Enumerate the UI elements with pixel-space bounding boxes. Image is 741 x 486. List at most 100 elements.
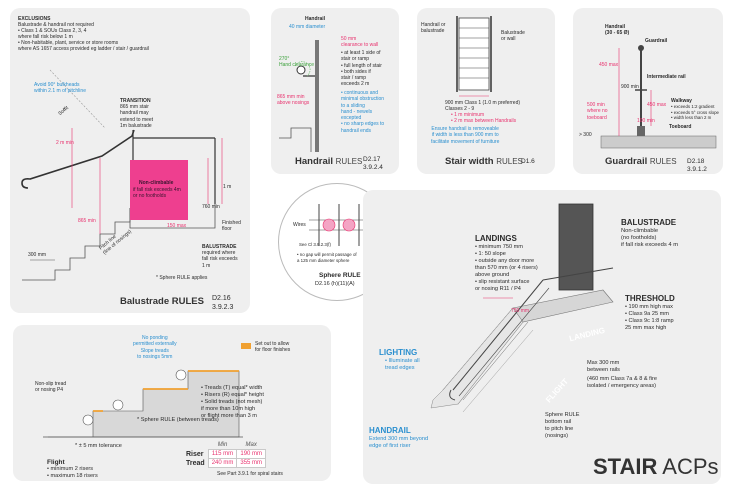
acp-handrail-text: Extend 300 mm beyond edge of first riser — [369, 436, 429, 449]
landings-text: • minimum 750 mm • 1: 50 slope • outside… — [475, 244, 538, 292]
stair-width-label-right: Balustrade or wall — [501, 30, 525, 43]
stair-width-caption-title: Stair width — [445, 156, 494, 167]
no-ponding-note: No ponding permitted externally Slope tr… — [133, 335, 177, 360]
sphere-caption: Sphere RULE — [319, 272, 361, 279]
acp-balustrade-text: Non-climbable (no footholds) if fall ris… — [621, 228, 679, 249]
acp-handrail-title: HANDRAIL — [369, 426, 411, 435]
see-part-note: See Part 3.9.1 for spiral stairs — [217, 471, 283, 477]
sphere-see-label: See Cl 3.9.2.3(f) — [299, 242, 331, 247]
handrail-caption: Handrail RULES — [295, 156, 362, 167]
threshold-title: THRESHOLD — [625, 294, 675, 303]
exclusions-bullet-1: • Class 1 & SOUs Class 2, 3, 4 where fal… — [18, 28, 87, 41]
table-header-min: Min — [217, 442, 228, 448]
set-out-note: Set out to allow for floor finishes — [255, 341, 291, 354]
table-header-max: Max — [245, 442, 257, 448]
sphere-rule-note: * Sphere RULE applies — [156, 275, 208, 281]
treads-bullets: • Treads (T) equal* width • Risers (R) e… — [201, 385, 264, 419]
balustrade-caption-title: Balustrade RULES — [120, 296, 204, 307]
finished-floor-label: Finished floor — [222, 220, 241, 233]
lighting-text: • Illuminate all tread edges — [385, 358, 420, 371]
guardrail-dim-300: > 300 — [579, 132, 592, 138]
transition-title: TRANSITION — [120, 98, 151, 104]
walkway-text: • exceeds 1:2 gradient • exceeds 5° cros… — [671, 104, 719, 120]
guardrail-dim-900: 900 min — [621, 84, 639, 90]
handrail-dim-270: 270° Hand clearance — [279, 56, 315, 69]
dim-865: 865 min — [78, 218, 96, 224]
balustrade-note-title: BALUSTRADE — [202, 244, 237, 250]
max-300-note: Max 300 mm between rails — [587, 360, 620, 373]
lighting-title: LIGHTING — [379, 348, 418, 357]
guardrail-caption-title: Guardrail — [605, 156, 648, 167]
handrail-dim-40: 40 mm diameter — [289, 24, 326, 30]
guardrail-dim-450b: 450 max — [647, 102, 667, 108]
threshold-text: • 190 mm high max • Class 9a 25 mm • Cla… — [625, 304, 674, 331]
handrail-code: D2.17 3.9.2.4 — [363, 156, 383, 172]
stair-acps-title-suffix: ACPs — [662, 454, 719, 479]
flight-text: • minimum 2 risers • maximum 18 risers — [47, 466, 98, 479]
dim-300: 300 mm — [28, 252, 47, 258]
handrail-bullets-blue: • continuous and minimal obstruction to … — [341, 90, 385, 134]
tread-max: 355 mm — [236, 458, 267, 468]
handrail-drawing — [279, 40, 319, 152]
landing-dim-750: 750 mm — [511, 308, 530, 314]
stair-width-caption-suffix: RULES — [496, 157, 523, 166]
dim-150: 150 max — [167, 223, 187, 229]
toeboard-label: Toeboard — [669, 124, 692, 130]
walkway-title: Walkway — [671, 98, 692, 104]
dim-1m: 1 m — [223, 184, 232, 190]
sphere-wires-label: Wires — [293, 222, 306, 228]
riser-label: Riser — [186, 450, 204, 458]
tread-label: Tread — [186, 459, 205, 467]
handrail-title: Handrail — [305, 16, 326, 22]
class-note: (460 mm Class 7a & 8 & fire isolated / e… — [587, 376, 657, 389]
riser-max: 190 mm — [236, 449, 267, 459]
sphere-rule-between: * Sphere RULE (between treads) — [137, 417, 219, 423]
non-slip-note: Non-slip tread or nosing P4 — [35, 381, 67, 394]
tread-min: 240 mm — [207, 458, 238, 468]
balustrade-caption: Balustrade RULES — [120, 296, 204, 307]
landings-title: LANDINGS — [475, 234, 517, 243]
intermediate-rail-label: Intermediate rail — [647, 74, 686, 80]
stair-3d-drawing — [430, 203, 614, 413]
acp-sphere-note: Sphere RULE bottom rail to pitch line (n… — [545, 412, 580, 439]
bulkhead-note: Avoid 90° bulkheads within 2.1 m of pitc… — [34, 82, 86, 95]
dim-760: 760 min — [202, 204, 220, 210]
stair-width-panel: Handrail or balustrade Balustrade or wal… — [417, 8, 555, 174]
stair-acps-title-strong: STAIR — [593, 454, 658, 479]
treads-panel: Set out to allow for floor finishes No p… — [13, 325, 331, 481]
guardrail-dim-100: 100 min — [637, 118, 655, 124]
flight-title: Flight — [47, 459, 65, 466]
exclusions-title: EXCLUSIONS — [18, 16, 51, 22]
stair-acps-title: STAIR ACPs — [593, 456, 719, 478]
handrail-caption-suffix: RULES — [335, 157, 363, 166]
stair-width-note: Ensure handrail is removeable if width i… — [431, 126, 500, 145]
sphere-note: • no gap will permit passage of a 125 mm… — [297, 252, 357, 263]
exclusions-line: Balustrade & handrail not required — [18, 22, 94, 28]
guardrail-handrail-title: Handrail (30 - 65 Ø) — [605, 24, 630, 37]
stair-width-text-blue: • 1 m minimum • 2 m max between Handrail… — [451, 112, 517, 125]
stair-width-label-left: Handrail or balustrade — [421, 22, 446, 35]
treads-drawing — [43, 343, 251, 438]
acp-balustrade-title: BALUSTRADE — [621, 218, 677, 227]
guardrail-drawing — [600, 45, 717, 149]
guardrail-label: Guardrail — [645, 38, 668, 44]
handrail-dim-865: 865 mm min above nosings — [277, 94, 310, 107]
balustrade-code: D2.16 3.9.2.3 — [212, 295, 234, 311]
sphere-drawing — [309, 204, 369, 246]
guardrail-dim-450a: 450 max — [599, 62, 619, 68]
stair-width-drawing — [456, 16, 492, 97]
handrail-bullets: • at least 1 side of stair or ramp • ful… — [341, 50, 382, 88]
balustrade-panel: EXCLUSIONS Balustrade & handrail not req… — [10, 8, 250, 313]
stair-acps-panel: BALUSTRADE Non-climbable (no footholds) … — [363, 190, 721, 484]
guardrail-panel: Handrail (30 - 65 Ø) Guardrail Intermedi… — [573, 8, 723, 174]
stair-width-caption: Stair width RULES — [445, 156, 523, 167]
stair-width-code: D1.6 — [521, 158, 535, 165]
stair-width-text: 900 mm Class 1 (1.0 m preferred) Classes… — [445, 100, 521, 113]
sphere-code: D2.16 (h)(11)(A) — [315, 281, 355, 287]
handrail-dim-50: 50 mm clearance to wall — [341, 36, 379, 49]
transition-text: 865 mm stair handrail may extend to meet… — [120, 104, 154, 129]
exclusions-bullet-2: • Non-habitable, plant, service or store… — [18, 40, 149, 53]
handrail-caption-title: Handrail — [295, 156, 334, 167]
balustrade-note-text: required where fall risk exceeds 1 m — [202, 250, 238, 269]
dim-2m: 2 m min — [56, 140, 74, 146]
